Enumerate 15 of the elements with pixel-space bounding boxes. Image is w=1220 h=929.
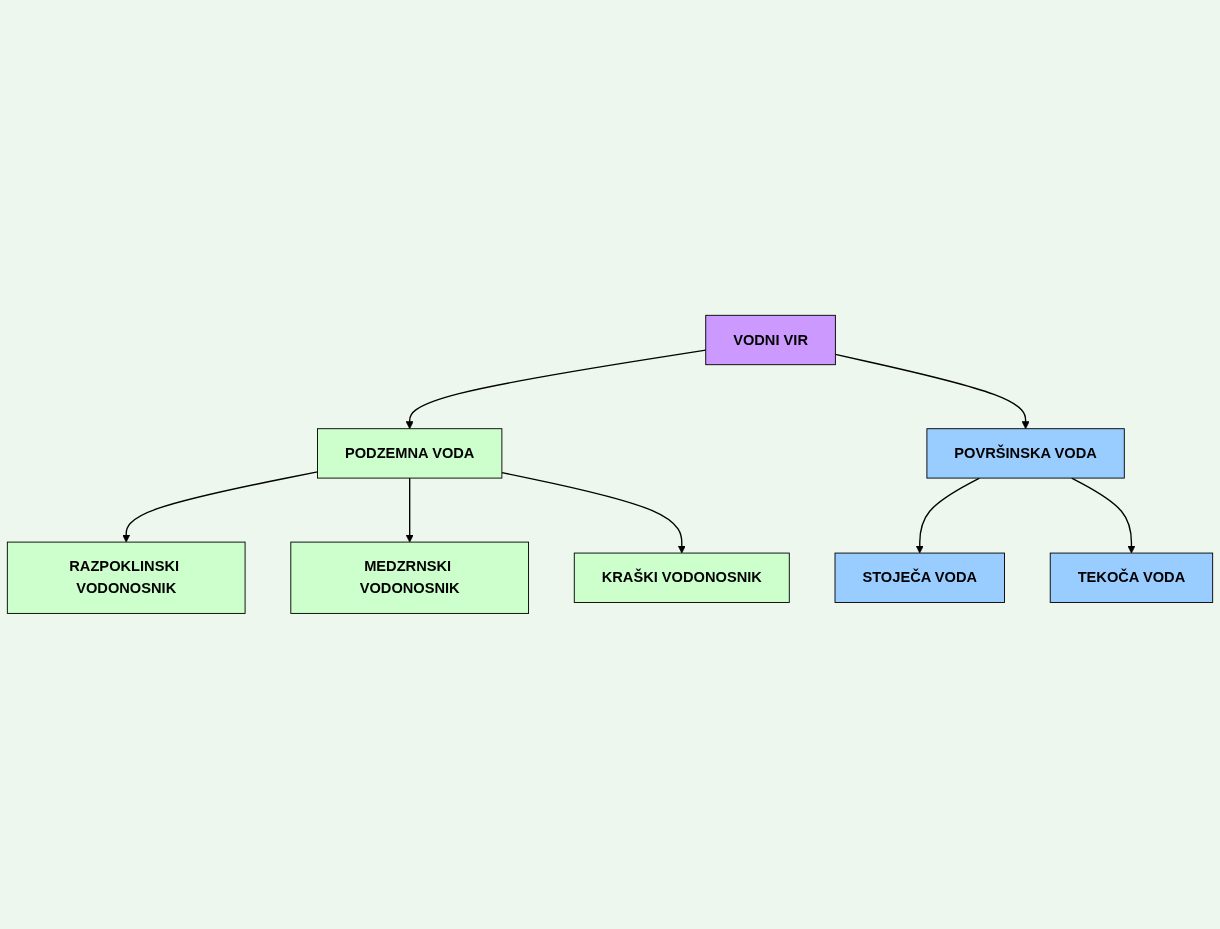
node-box: RAZPOKLINSKI VODONOSNIK [6,541,246,614]
arrow [1071,477,1136,554]
node-box: MEDZRNSKI VODONOSNIK [290,541,529,614]
node-box: VODNI VIR [705,315,836,366]
arrow [501,472,686,554]
node-box: STOJEČA VODA [834,552,1005,604]
arrow [405,349,707,430]
node-box: KRAŠKI VODONOSNIK [573,552,790,604]
arrow [915,477,981,554]
node-box: PODZEMNA VODA [317,428,503,479]
arrow [405,477,414,543]
node-box: POVRŠINSKA VODA [926,428,1125,479]
node-box: TEKOČA VODA [1049,552,1214,604]
arrow [834,353,1030,430]
arrow [122,471,319,543]
